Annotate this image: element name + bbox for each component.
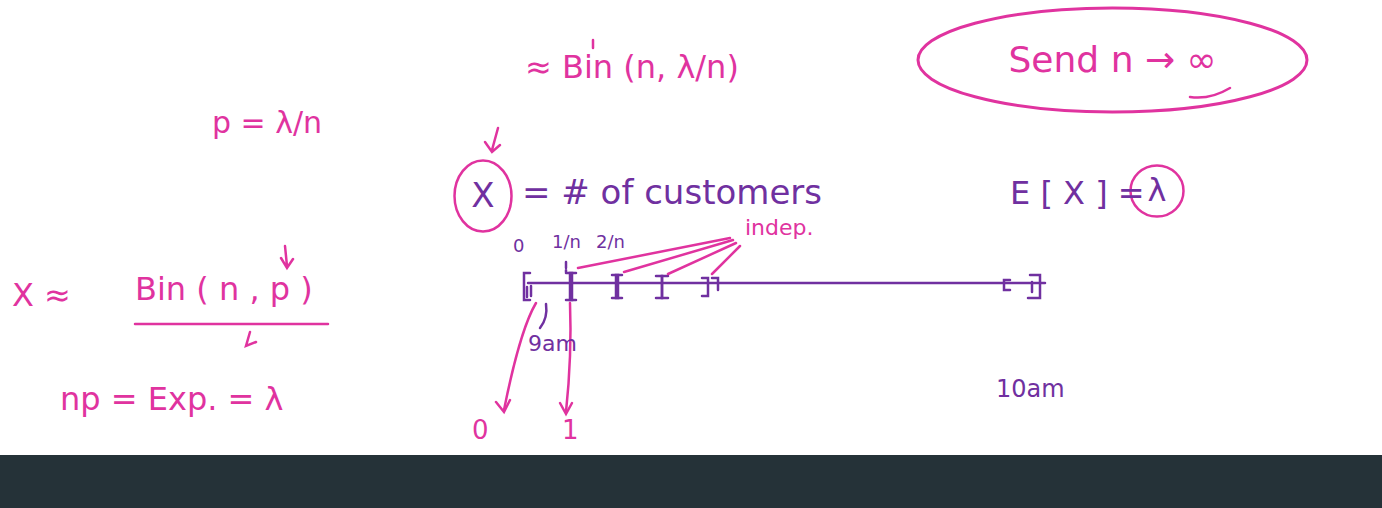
bracket	[1004, 280, 1010, 290]
handwritten-label: 0	[513, 236, 524, 256]
bracket	[702, 278, 708, 296]
node-text-group: λ	[1148, 173, 1167, 208]
bracket	[1028, 275, 1040, 298]
handwritten-label: p = λ/n	[212, 106, 322, 139]
circled-note: Send n → ∞	[915, 5, 1310, 115]
bracket	[1031, 282, 1034, 292]
handwritten-text: λ	[1148, 173, 1167, 208]
ellipse-outline	[918, 8, 1307, 112]
handwritten-label: 9am	[528, 332, 577, 356]
arrow	[560, 403, 572, 414]
handwritten-label: Bin ( n , p )	[135, 272, 313, 307]
handwritten-text: X	[471, 177, 494, 214]
leader-line	[712, 246, 740, 274]
handwritten-label: 1/n	[552, 232, 581, 252]
handwritten-label: ≈ Bin (n, λ/n)	[525, 50, 739, 85]
handwritten-label: 10am	[996, 376, 1065, 402]
bracket	[662, 276, 668, 298]
tick	[565, 262, 568, 272]
stroke	[246, 332, 256, 346]
underline	[135, 323, 328, 326]
tick	[527, 286, 531, 297]
handwritten-label: np = Exp. = λ	[60, 382, 283, 417]
handwritten-label: indep.	[745, 216, 814, 240]
timeline	[528, 282, 1045, 285]
node-text-group: Send n → ∞	[1009, 40, 1217, 80]
handwritten-label: X ≈	[12, 278, 71, 313]
arrow	[281, 246, 293, 268]
node-text-group: X	[471, 177, 494, 214]
bracket	[616, 275, 622, 298]
arrow	[496, 400, 510, 412]
handwritten-label: 1	[562, 416, 579, 445]
leader-line	[624, 240, 733, 272]
handwritten-label: 0	[472, 416, 489, 445]
dark-bar	[0, 455, 1382, 508]
handwritten-text: Send n → ∞	[1009, 40, 1217, 80]
circled-note: X	[452, 158, 514, 234]
handwritten-label: = # of customers	[522, 174, 822, 211]
handwritten-label: E [ X ] =	[1010, 176, 1145, 211]
leader-line	[566, 303, 571, 412]
handwritten-label: 2/n	[596, 232, 625, 252]
bracket	[712, 278, 718, 290]
bracket	[570, 273, 576, 300]
leader-line	[540, 304, 546, 328]
stroke	[1190, 88, 1230, 98]
stroke	[592, 40, 595, 48]
ellipse-outline	[455, 161, 512, 232]
bracket	[524, 273, 530, 300]
leader-line	[504, 303, 536, 410]
arrow	[485, 128, 500, 152]
